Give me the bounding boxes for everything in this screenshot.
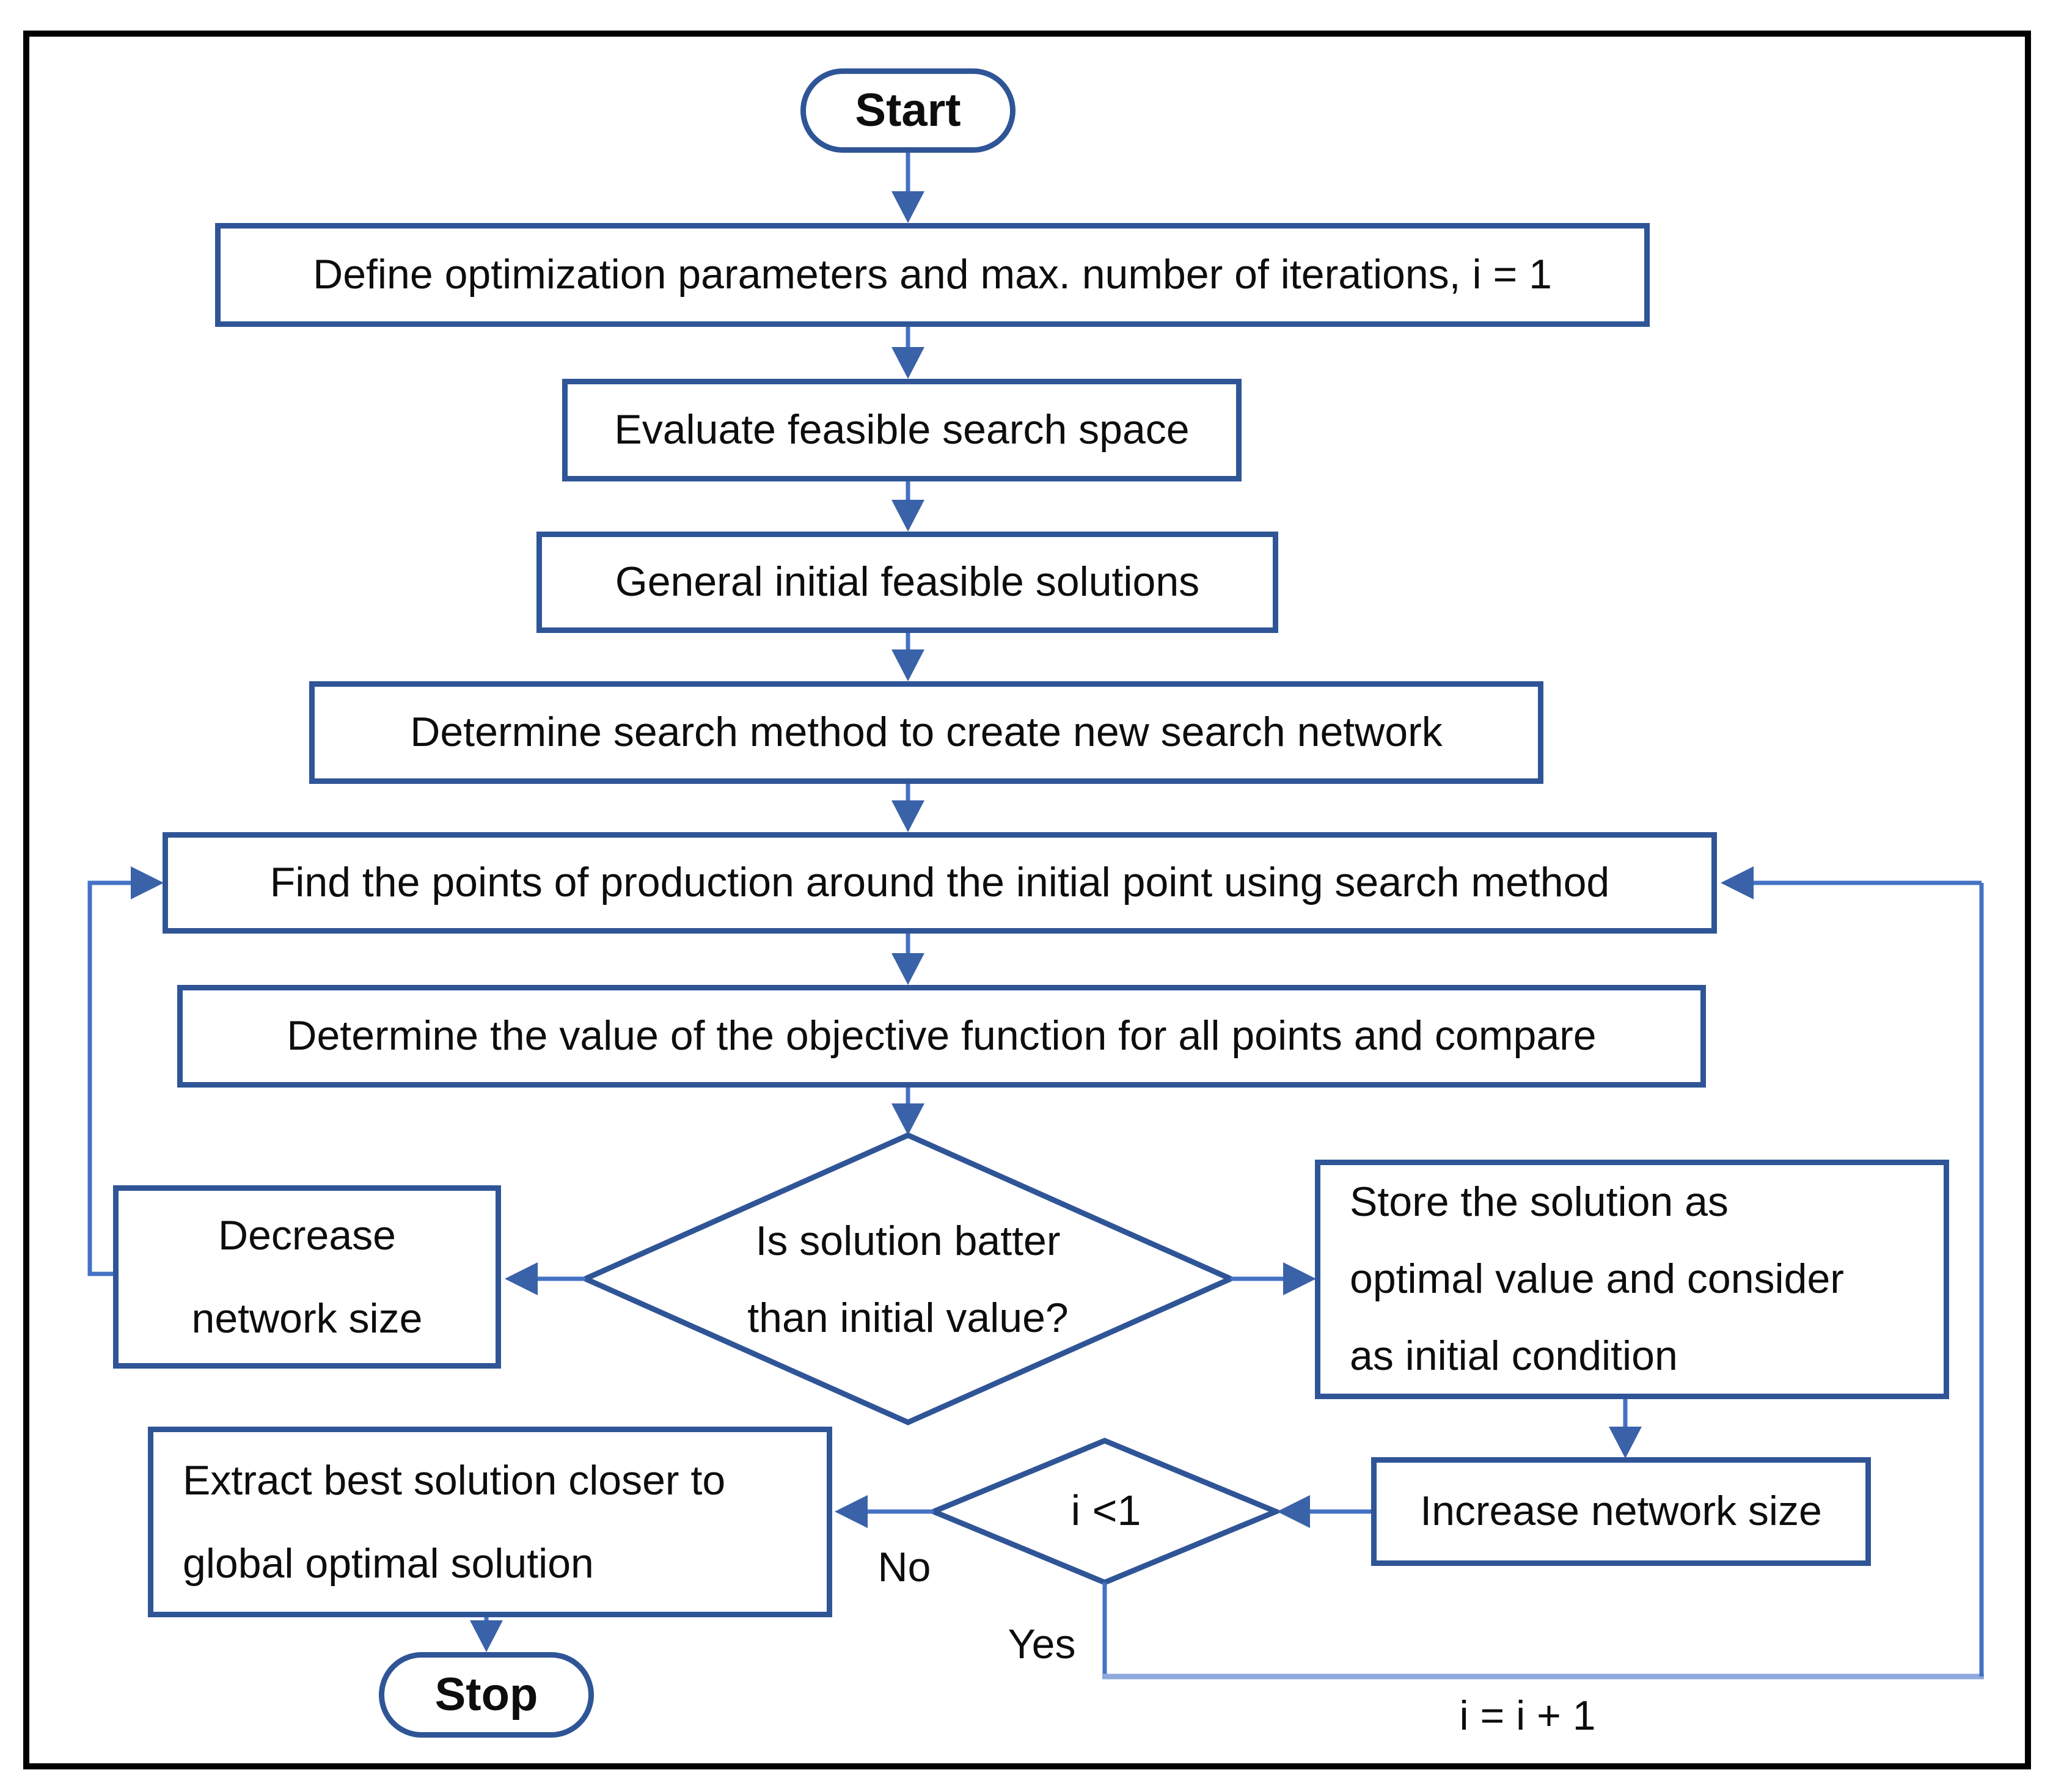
node-define-parameters: Define optimization parameters and max. … — [215, 223, 1650, 327]
node-evaluate-search-space: Evaluate feasible search space — [562, 379, 1242, 481]
arrowhead-evaluate-to-generate — [891, 500, 924, 532]
decision-iteration-text: i <1 — [1014, 1471, 1198, 1551]
node-stop: Stop — [379, 1652, 594, 1738]
arrowhead-extract-to-stop — [470, 1620, 503, 1652]
node-increase-network-label: Increase network size — [1420, 1488, 1822, 1535]
node-store-solution-line1: Store the solution as — [1350, 1179, 1729, 1226]
node-start-label: Start — [855, 84, 961, 137]
arrowhead-decision-to-store — [1283, 1262, 1316, 1295]
arrowhead-findpoints-to-objective — [891, 953, 924, 985]
node-extract-best-line1: Extract best solution closer to — [183, 1457, 726, 1504]
node-increase-network: Increase network size — [1371, 1457, 1871, 1566]
node-stop-label: Stop — [434, 1669, 538, 1721]
arrowhead-method-to-findpoints — [891, 800, 924, 832]
node-evaluate-search-space-label: Evaluate feasible search space — [614, 406, 1190, 453]
node-store-solution: Store the solution as optimal value and … — [1315, 1160, 1949, 1399]
arrowhead-define-to-evaluate — [891, 347, 924, 379]
decision-solution-better-line2: than initial value? — [747, 1295, 1069, 1341]
node-determine-search-method-label: Determine search method to create new se… — [410, 709, 1443, 756]
node-extract-best-line2: global optimal solution — [183, 1540, 594, 1587]
node-define-parameters-label: Define optimization parameters and max. … — [313, 251, 1552, 298]
arrowhead-start-to-define — [891, 191, 924, 223]
node-decrease-network-line1: Decrease — [218, 1212, 396, 1259]
decision-iteration-label: i <1 — [1070, 1487, 1141, 1535]
arrowhead-decision-to-decrease — [505, 1262, 538, 1295]
arrowhead-increase-to-iteration — [1277, 1495, 1310, 1528]
label-increment: i = i + 1 — [1459, 1692, 1596, 1739]
node-store-solution-line3: as initial condition — [1350, 1332, 1678, 1379]
node-find-points-label: Find the points of production around the… — [269, 859, 1610, 906]
node-start: Start — [800, 68, 1016, 153]
node-evaluate-objective: Determine the value of the objective fun… — [177, 985, 1706, 1088]
edge-decrease-loop-to-findpoints — [87, 880, 131, 1276]
arrowhead-iteration-no-to-extract — [835, 1495, 868, 1528]
node-store-solution-line2: optimal value and consider — [1350, 1256, 1844, 1303]
decision-solution-better-text: Is solution batter than initial value? — [676, 1194, 1140, 1366]
arrowhead-objective-to-decision — [891, 1103, 924, 1135]
node-generate-initial-solutions-label: General initial feasible solutions — [615, 558, 1200, 605]
decision-solution-better-shape — [578, 1132, 1238, 1425]
arrowhead-generate-to-method — [891, 649, 924, 681]
node-generate-initial-solutions: General initial feasible solutions — [536, 532, 1278, 633]
page-border — [23, 31, 2031, 1769]
node-evaluate-objective-label: Determine the value of the objective fun… — [287, 1012, 1597, 1059]
arrowhead-store-to-increase — [1609, 1427, 1642, 1458]
arrowhead-iteration-yes-to-findpoints — [1721, 866, 1754, 899]
node-find-points: Find the points of production around the… — [163, 832, 1717, 934]
decision-solution-better-line1: Is solution batter — [755, 1218, 1061, 1265]
node-extract-best: Extract best solution closer to global o… — [148, 1427, 832, 1617]
label-no: No — [877, 1544, 931, 1590]
label-yes: Yes — [1008, 1621, 1076, 1667]
arrowhead-decrease-loop-to-findpoints — [131, 866, 164, 899]
node-decrease-network-line2: network size — [191, 1295, 423, 1342]
node-decrease-network: Decrease network size — [113, 1185, 501, 1369]
node-determine-search-method: Determine search method to create new se… — [309, 681, 1543, 784]
